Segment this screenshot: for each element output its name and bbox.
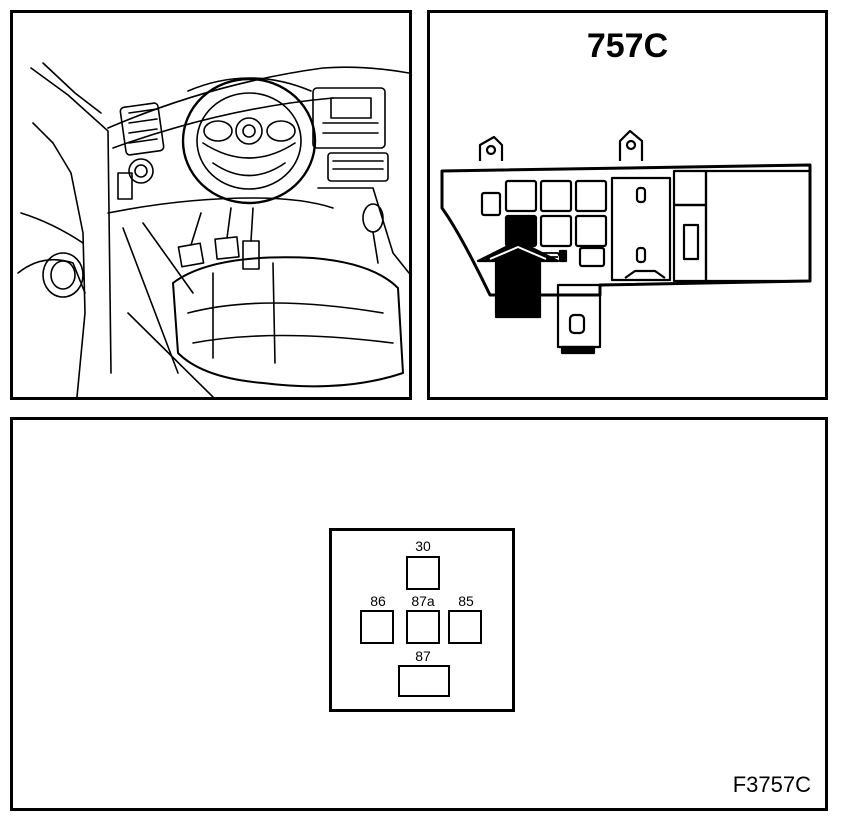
pin-label-87a: 87a <box>411 593 435 609</box>
pin-87 <box>398 665 450 697</box>
figure-code: F3757C <box>732 772 811 797</box>
pin-86 <box>360 610 394 644</box>
pin-label-87: 87 <box>415 648 431 664</box>
car-interior-illustration <box>17 62 409 397</box>
pin-87a <box>406 610 440 644</box>
mounting-tab-left <box>478 135 504 161</box>
car-interior-panel <box>10 10 412 400</box>
relay-pinout-panel: 30 86 87a 85 87 F3757C <box>10 417 828 811</box>
pin-label-86: 86 <box>370 593 386 609</box>
mounting-tab-right <box>618 129 644 161</box>
relay-socket: 30 86 87a 85 87 <box>329 528 515 712</box>
fusebox-illustration <box>440 129 812 355</box>
fusebox-title: 757C <box>586 27 669 65</box>
fusebox-panel: 757C <box>427 10 828 400</box>
pin-label-30: 30 <box>415 538 431 554</box>
pin-30 <box>406 556 440 590</box>
location-arrow <box>476 239 560 319</box>
pin-label-85: 85 <box>458 593 474 609</box>
pin-85 <box>448 610 482 644</box>
